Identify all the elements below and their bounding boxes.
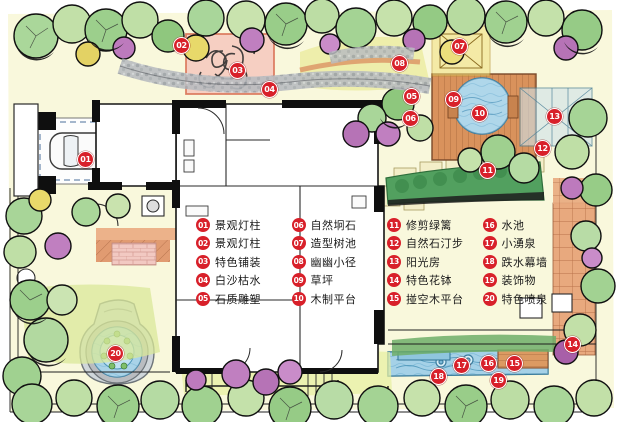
legend-item-08[interactable]: 08 幽幽小径 [291,253,386,271]
legend-label-03: 特色铺装 [215,255,261,269]
legend-item-05[interactable]: 05 石质雕塑 [196,290,290,308]
legend-item-03[interactable]: 03 特色铺装 [196,253,290,271]
plan-marker-03[interactable]: 03 [229,62,246,79]
plan-marker-10[interactable]: 10 [471,105,488,122]
legend-item-20[interactable]: 20 特色喷泉 [482,290,577,308]
legend-badge-11: 11 [387,218,401,232]
legend-label-15: 掽空木平台 [406,292,464,306]
plan-marker-11[interactable]: 11 [479,162,496,179]
legend-item-04[interactable]: 04 白沙枯水 [196,271,290,289]
legend-label-09: 草坪 [310,274,334,288]
plan-marker-08[interactable]: 08 [391,55,408,72]
legend-item-09[interactable]: 09 草坪 [291,271,386,289]
legend-badge-02: 02 [196,236,210,251]
legend-badge-06: 06 [291,218,306,232]
legend-label-20: 特色喷泉 [501,292,548,306]
legend-label-14: 特色花钵 [406,274,452,288]
legend-item-01[interactable]: 01 景观灯柱 [196,216,290,234]
plan-marker-09[interactable]: 09 [445,91,462,108]
legend-badge-18: 18 [482,254,497,269]
legend-item-11[interactable]: 11 修剪绿篱 [387,216,481,234]
legend-badge-03: 03 [196,254,210,269]
legend-label-12: 自然石汀步 [406,237,464,251]
legend-item-14[interactable]: 14 特色花钵 [387,271,481,289]
legend-label-07: 造型树池 [310,237,357,251]
plan-marker-05[interactable]: 05 [403,88,420,105]
plan-marker-20[interactable]: 20 [107,345,124,362]
legend-label-19: 装饰物 [501,274,536,288]
plan-marker-02[interactable]: 02 [173,37,190,54]
legend-label-02: 景观灯柱 [215,237,261,251]
legend-label-01: 景观灯柱 [215,219,261,232]
legend-badge-10: 10 [291,291,306,306]
legend-badge-15: 15 [387,291,401,306]
legend-badge-01: 01 [196,218,210,232]
legend-label-17: 小湧泉 [501,237,536,251]
legend-label-04: 白沙枯水 [215,274,261,288]
legend: 01 景观灯柱 02 景观灯柱 03 特色铺装 04 白沙枯水 05 石质雕塑 … [196,216,576,308]
legend-item-10[interactable]: 10 木制平台 [291,290,386,308]
plan-marker-07[interactable]: 07 [451,38,468,55]
legend-label-08: 幽幽小径 [310,255,357,269]
legend-badge-12: 12 [387,236,401,251]
legend-badge-17: 17 [482,236,497,251]
plan-marker-12[interactable]: 12 [534,140,551,157]
legend-badge-19: 19 [482,273,497,288]
legend-label-16: 水池 [501,219,525,232]
legend-label-10: 木制平台 [310,292,357,306]
legend-badge-13: 13 [387,254,401,269]
legend-label-06: 自然坰石 [310,219,357,232]
legend-badge-07: 07 [291,236,306,251]
legend-label-05: 石质雕塑 [215,292,261,306]
legend-label-13: 阳光房 [406,255,441,269]
legend-badge-05: 05 [196,291,210,306]
legend-item-19[interactable]: 19 装饰物 [482,271,577,289]
legend-item-06[interactable]: 06 自然坰石 [291,216,386,234]
legend-item-13[interactable]: 13 阳光房 [387,253,481,271]
legend-label-11: 修剪绿篱 [406,219,452,232]
plan-marker-18[interactable]: 18 [430,368,447,385]
legend-item-02[interactable]: 02 景观灯柱 [196,234,290,252]
plan-marker-19[interactable]: 19 [490,372,507,389]
plan-marker-01[interactable]: 01 [77,151,94,168]
legend-item-18[interactable]: 18 跌水幕墙 [482,253,577,271]
legend-item-15[interactable]: 15 掽空木平台 [387,290,481,308]
legend-badge-20: 20 [482,291,497,306]
legend-badge-08: 08 [291,254,306,269]
plan-marker-13[interactable]: 13 [546,108,563,125]
legend-badge-14: 14 [387,273,401,288]
plan-marker-16[interactable]: 16 [480,355,497,372]
legend-item-07[interactable]: 07 造型树池 [291,234,386,252]
plan-marker-06[interactable]: 06 [402,110,419,127]
plan-marker-04[interactable]: 04 [261,81,278,98]
plan-marker-15[interactable]: 15 [506,355,523,372]
legend-badge-04: 04 [196,273,210,288]
legend-label-18: 跌水幕墙 [501,255,548,269]
legend-item-17[interactable]: 17 小湧泉 [482,234,577,252]
legend-item-16[interactable]: 16 水池 [482,216,577,234]
plan-marker-17[interactable]: 17 [453,357,470,374]
legend-item-12[interactable]: 12 自然石汀步 [387,234,481,252]
plan-marker-14[interactable]: 14 [564,336,581,353]
legend-badge-16: 16 [482,218,497,232]
legend-badge-09: 09 [291,273,306,288]
